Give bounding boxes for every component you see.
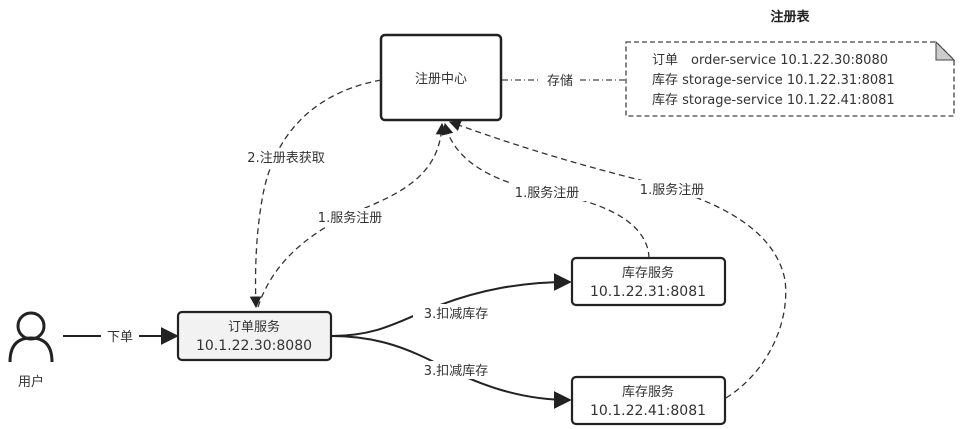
registry-row: 库存 storage-service 10.1.22.31:8081 [652,72,895,88]
registry-row: 订单 order-service 10.1.22.30:8080 [652,53,888,68]
storage-service-2-node[interactable]: 库存服务 10.1.22.41:8081 [570,375,727,426]
order-service-address: 10.1.22.30:8080 [196,338,312,354]
fetch-registry-label: 2.注册表获取 [247,151,324,166]
registry-table-title: 注册表 [770,9,810,25]
fetch-registry-edge [249,79,382,309]
store-edge-label: 存储 [547,74,573,89]
storage1-register-label: 1.服务注册 [515,185,579,201]
order-register-label: 1.服务注册 [318,210,382,226]
storage-service-1-address: 10.1.22.31:8081 [590,284,706,300]
storage-service-2-address: 10.1.22.41:8081 [590,403,706,419]
order-service-node[interactable]: 订单服务 10.1.22.30:8080 [176,310,333,362]
deduct-storage2-label: 3.扣减库存 [424,363,488,379]
user-label: 用户 [18,374,44,390]
order-service-name: 订单服务 [228,319,280,335]
registry-table-note: 订单 order-service 10.1.22.30:8080 库存 stor… [625,40,956,117]
user-icon [16,311,46,341]
registry-center-node[interactable]: 注册中心 [379,33,503,122]
storage-service-2-name: 库存服务 [622,384,674,400]
storage-service-1-node[interactable]: 库存服务 10.1.22.31:8081 [570,256,727,307]
storage-service-1-name: 库存服务 [622,265,674,281]
deduct-storage1-label: 3.扣减库存 [424,306,488,322]
user-actor[interactable]: 用户 [8,311,54,390]
registry-center-label: 注册中心 [415,72,467,87]
storage1-register-edge [441,122,650,259]
place-order-label: 下单 [107,330,133,345]
storage2-register-label: 1.服务注册 [640,182,704,198]
registry-row: 库存 storage-service 10.1.22.41:8081 [652,92,895,108]
storage2-register-edge [448,120,787,399]
